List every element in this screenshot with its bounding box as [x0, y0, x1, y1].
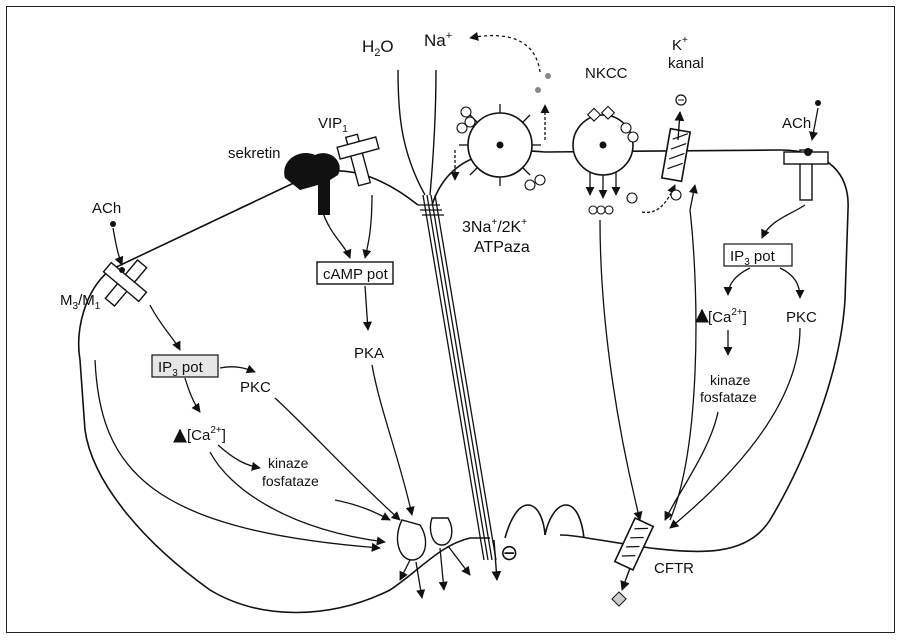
cftr-channel — [612, 518, 653, 606]
k-channel — [627, 95, 690, 212]
na-particle-icon — [535, 87, 541, 93]
ach-receptor-right — [784, 150, 828, 200]
pkc-left-label: PKC — [240, 379, 271, 396]
m3-m1-receptor — [104, 260, 147, 306]
camp-label: cAMP pot — [323, 266, 389, 283]
atpase-label-line2: ATPaza — [474, 239, 530, 256]
ach-left-label: ACh — [92, 200, 121, 217]
ach-right-bound-dot-icon — [804, 148, 812, 156]
k-channel-label: K+ — [672, 35, 688, 54]
kinaze-left-line2: fosfataze — [262, 473, 319, 489]
na-label: Na+ — [424, 30, 452, 50]
sodium-path — [430, 70, 436, 195]
water-path — [398, 70, 425, 195]
secretin-receptor — [284, 153, 340, 215]
cftr-label: CFTR — [654, 560, 694, 577]
ca-left-label: [Ca2+] — [187, 425, 226, 444]
ach-bound-dot-icon — [119, 267, 125, 273]
apical-outflow-arrow — [494, 540, 497, 580]
na-recycle-arrow — [470, 36, 540, 72]
kinaze-right-line2: fosfataze — [700, 389, 757, 405]
pka-label: PKA — [354, 345, 384, 362]
na-particle-icon — [545, 73, 551, 79]
left-cell-membrane — [79, 171, 490, 613]
k-channel-label-2: kanal — [668, 55, 704, 72]
secretory-vesicles — [397, 518, 470, 598]
nkcc-label: NKCC — [585, 65, 628, 82]
tight-junction-marks — [418, 205, 444, 215]
h2o-label: H2O — [362, 37, 394, 59]
na-k-atpase-pump — [455, 104, 545, 190]
atpase-label-line1: 3Na+/2K+ — [462, 217, 527, 236]
kinaze-left-line1: kinaze — [268, 455, 309, 471]
vip-label: VIP1 — [318, 115, 348, 135]
ca-right-label: [Ca2+] — [708, 307, 747, 326]
ach-right-label: ACh — [782, 115, 811, 132]
ach-right-dot-icon — [815, 100, 821, 106]
secretin-label: sekretin — [228, 145, 281, 162]
right-cell-membrane — [432, 150, 848, 551]
ach-left-dot-icon — [110, 221, 116, 227]
m3m1-label: M3/M1 — [60, 292, 101, 312]
kinaze-right-line1: kinaze — [710, 372, 751, 388]
minus-symbol: ⊖ — [500, 540, 518, 565]
pkc-right-label: PKC — [786, 309, 817, 326]
apical-microvilli — [505, 505, 584, 538]
